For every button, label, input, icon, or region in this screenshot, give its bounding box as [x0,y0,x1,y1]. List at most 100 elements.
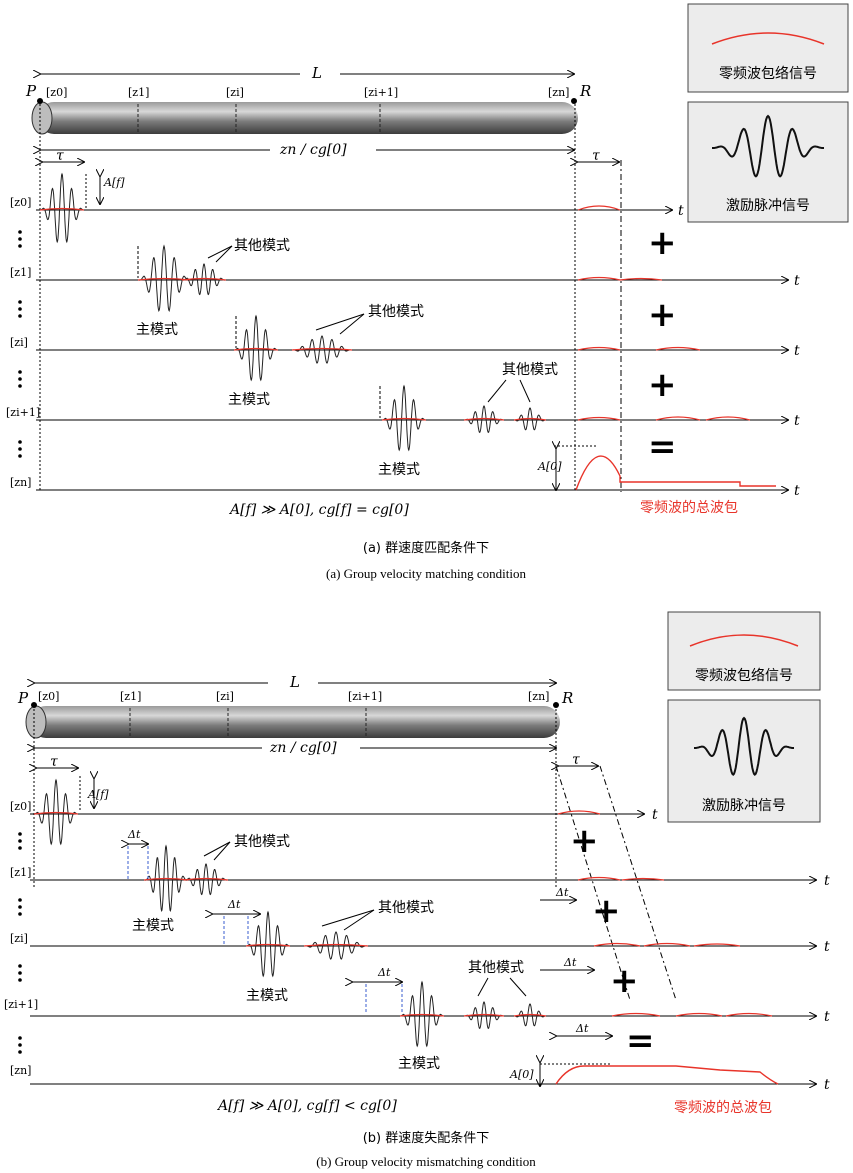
dt-label-r1: Δt [555,886,569,899]
legend-excitation-label-b: 激励脉冲信号 [702,797,786,814]
burst-b-zi1-other1 [464,1001,504,1030]
tau-label-left: τ [56,148,64,164]
length-label: L [311,64,322,82]
pipe-pos-z0-b: [z0] [38,690,59,703]
other-modes-label-b2: 其他模式 [378,900,434,916]
burst-a-zi1-main [382,384,426,452]
dt-label-1: Δt [127,828,141,841]
burst-a-zi-main-envelope [233,347,279,351]
burst-a-zi1-main-envelope [381,417,427,421]
op-equals: = [648,427,677,467]
axis-t-label-b-0: t [652,807,658,823]
vdots-a-1-2 [18,314,22,318]
burst-a-z1-other [182,263,226,296]
vdots-a-1-1 [18,307,22,311]
vdots-b-3-0 [18,1036,22,1040]
vdots-b-2-2 [18,978,22,982]
burst-b-zi-other [304,931,368,960]
op-plus-1: + [648,223,677,263]
point-r-label-b: R [561,689,573,707]
vdots-b-1-1 [18,905,22,909]
pipe-pos-zn: [zn] [548,86,569,99]
burst-a-z0-envelope [39,207,85,211]
amp-0-label: A[0] [537,460,562,473]
burst-b-zi1-other2 [514,1003,546,1027]
amp-f-label: A[f] [103,176,125,189]
env-b-r2b [643,942,691,947]
legend-envelope-label-b: 零频波包络信号 [695,668,793,684]
drift-line-1 [555,765,631,1001]
amp-0-label-b: A[0] [509,1068,534,1081]
vdots-a-0-0 [18,230,22,234]
vdots-b-1-0 [18,898,22,902]
total-envelope-a [575,455,776,491]
pipe-pos-zn-b: [zn] [528,690,549,703]
main-mode-label-3: 主模式 [378,462,420,478]
caption-cn-a: (a) 群速度匹配条件下 [363,540,489,556]
panel-b: L P R [z0] [z1] [zi] [zi+1] [zn] zn / cg… [4,673,830,1169]
env-b-r2c [693,943,741,947]
op-plus-b1: + [570,821,599,861]
vdots-a-2-0 [18,370,22,374]
main-mode-label-2: 主模式 [228,392,270,408]
env-b-r3b [675,1012,723,1017]
op-plus-b3: + [610,961,639,1001]
panel-a: L P R [z0] [z1] [zi] [zi+1] [zn] zn / cg… [6,64,800,581]
env-a-r3a [577,416,621,421]
vdots-b-2-0 [18,964,22,968]
burst-a-zi1-other1 [464,405,504,434]
other-modes-label-b1: 其他模式 [234,834,290,850]
vdots-a-3-0 [18,440,22,444]
burst-b-zi1-other1-envelope [463,1013,505,1017]
axis-t-label-b-2: t [824,939,830,955]
caption-cn-b: (b) 群速度失配条件下 [363,1130,490,1146]
tau-label-right-b: τ [572,752,580,768]
axis-t-label-a-3: t [794,413,800,429]
drift-line-2 [599,765,677,1001]
burst-b-zi1-main [400,980,444,1048]
pipe-pos-zi: [zi] [226,86,244,99]
burst-a-zi-main [234,314,278,382]
other-modes-label-b3: 其他模式 [468,960,524,976]
pipe-pos-z1-b: [z1] [120,690,141,703]
row-zi: [zi] [10,336,28,349]
caption-en-b: (b) Group velocity mismatching condition [316,1154,536,1169]
pipe-pos-zi-b: [zi] [216,690,234,703]
axis-t-label-a-4: t [794,483,800,499]
legend-excitation-b: 激励脉冲信号 [667,699,821,823]
pipe-b [30,706,560,738]
burst-b-z0-envelope [33,811,79,815]
total-packet-label-a: 零频波的总波包 [640,500,738,516]
burst-a-zi-other-envelope [291,347,353,351]
other-modes-label-3: 其他模式 [502,362,558,378]
legend-excitation-a: 激励脉冲信号 [687,101,849,223]
vdots-a-0-1 [18,237,22,241]
total-envelope-b [555,1065,779,1085]
burst-a-zi-other [292,335,352,364]
vdots-a-2-1 [18,377,22,381]
burst-a-zi1-other2-envelope [513,417,547,421]
point-r-label: R [579,82,591,100]
dt-label-3: Δt [377,966,391,979]
excitation-pulse-icon-b [694,716,794,776]
vdots-a-2-2 [18,384,22,388]
burst-a-z1-main [138,244,190,313]
amp-f-label-b: A[f] [87,788,109,801]
dt-label-2: Δt [227,898,241,911]
vdots-b-0-1 [18,839,22,843]
zn-cg-label-b: zn / cg[0] [269,740,337,756]
env-a-r2a [577,346,621,351]
burst-a-z1-other-envelope [181,277,227,281]
main-mode-label-b1: 主模式 [132,918,174,934]
row-zn: [zn] [10,476,31,489]
env-a-r3b [655,416,701,421]
vdots-b-2-1 [18,971,22,975]
length-label-b: L [289,673,300,691]
legend-envelope-a: 零频波包络信号 [687,3,849,93]
op-equals-b: = [626,1021,655,1061]
axis-t-label-a-2: t [794,343,800,359]
axis-t-label-a-1: t [794,273,800,289]
op-plus-b2: + [592,891,621,931]
env-a-r1a [577,276,621,281]
env-b-r2a [593,942,641,947]
